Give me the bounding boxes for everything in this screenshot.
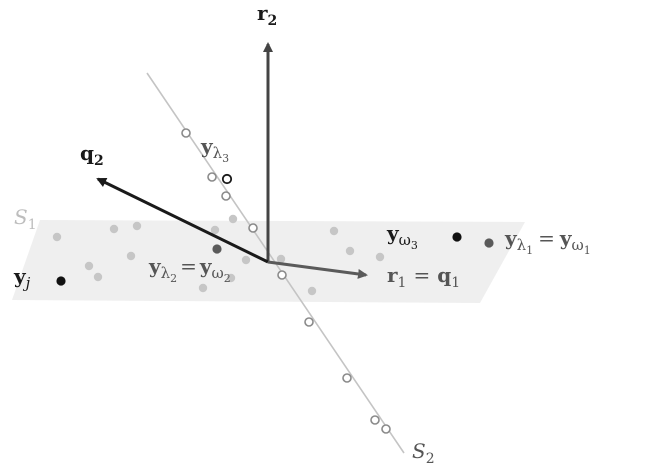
r1-arrow: [267, 260, 368, 279]
label-y-j: yj: [13, 264, 31, 292]
s1-point: [109, 224, 119, 234]
s1-point: [345, 246, 355, 256]
label-s1: S1: [14, 205, 37, 233]
s2-point: [342, 373, 352, 383]
s2-point: [221, 191, 231, 201]
s2-point: [370, 415, 380, 425]
s1-point: [241, 255, 251, 265]
s1-point: [329, 226, 339, 236]
s1-point: [52, 232, 62, 242]
label-q2: q2: [80, 141, 104, 169]
s1-point: [132, 221, 142, 231]
s1-point: [93, 272, 103, 282]
y-j-point: [56, 276, 66, 286]
s1-points: [52, 214, 385, 296]
q2-arrow: [96, 177, 269, 264]
s1-point: [375, 252, 385, 262]
s1-point: [276, 254, 286, 264]
s1-point: [126, 251, 136, 261]
s2-point: [181, 128, 191, 138]
y-lambda2-point: [212, 244, 222, 254]
label-r1-eq-q1: r1=q1: [387, 263, 460, 291]
y-lambda3-point: [221, 173, 233, 185]
s2-points: [181, 128, 391, 434]
s2-point: [381, 424, 391, 434]
s1-point: [228, 214, 238, 224]
label-y-lambda3: yλ3: [200, 134, 229, 165]
label-y-omega3: yω3: [386, 221, 418, 252]
s2-point: [248, 223, 258, 233]
s1-point: [210, 225, 220, 235]
s1-point: [84, 261, 94, 271]
y-lambda1-point: [484, 238, 494, 248]
s1-point: [226, 273, 236, 283]
s2-point: [207, 172, 217, 182]
label-r2: r2: [257, 1, 277, 29]
s2-point: [304, 317, 314, 327]
label-y-lambda1-eq-y-omega1: yλ1=yω1: [504, 226, 591, 257]
y-omega3-point: [452, 232, 462, 242]
s1-point: [198, 283, 208, 293]
label-y-lambda2-eq-y-omega2: yλ2=yω2: [148, 254, 231, 285]
s1-point: [307, 286, 317, 296]
label-s2: S2: [412, 439, 435, 467]
s2-point: [277, 270, 287, 280]
